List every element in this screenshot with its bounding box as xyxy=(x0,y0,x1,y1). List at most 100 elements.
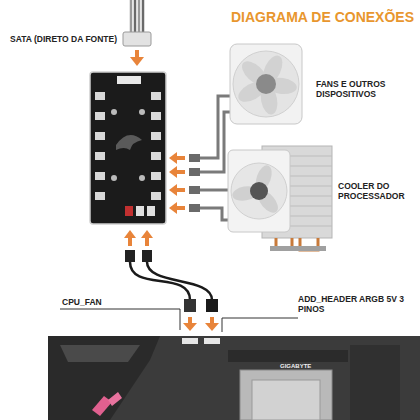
fan-hub xyxy=(95,172,105,180)
sata-cable xyxy=(142,0,145,33)
fan-hub xyxy=(95,192,105,200)
header-cable xyxy=(206,299,218,312)
orange-arrow xyxy=(176,156,185,160)
orange-arrow xyxy=(169,184,177,196)
orange-arrow xyxy=(169,152,185,214)
cable-connector xyxy=(189,154,200,162)
power-label: SATA (DIRETO DA FONTE) xyxy=(10,35,122,45)
motherboard xyxy=(240,370,332,420)
motherboard xyxy=(182,338,198,344)
motherboard xyxy=(108,392,122,406)
header-label: CPU_FAN xyxy=(62,298,132,308)
fan-hub xyxy=(116,135,142,150)
fan-hub xyxy=(151,132,161,140)
leader-line xyxy=(222,318,298,332)
orange-arrow xyxy=(145,238,149,246)
fan-hub xyxy=(90,72,166,224)
orange-arrow xyxy=(130,57,144,66)
fan-hub xyxy=(139,109,145,115)
sata-cable xyxy=(134,0,137,33)
fan-hub xyxy=(111,175,117,181)
motherboard xyxy=(204,338,220,344)
orange-arrow xyxy=(176,206,185,210)
cable-connector xyxy=(189,204,200,212)
orange-arrow xyxy=(141,230,153,238)
header-cable xyxy=(125,250,135,262)
sata-cable xyxy=(138,0,141,33)
fan-hub xyxy=(95,152,105,160)
orange-arrow xyxy=(130,50,144,66)
cpu-cooler xyxy=(228,150,290,232)
diagram-title: DIAGRAMA DE CONEXÕES xyxy=(190,9,414,25)
device-label: COOLER DO PROCESSADOR xyxy=(338,182,418,202)
cable-connector xyxy=(189,154,200,212)
header-cable xyxy=(184,299,196,312)
fan-hub xyxy=(95,112,105,120)
motherboard xyxy=(228,350,348,362)
orange-arrow xyxy=(128,238,132,246)
header-cable xyxy=(147,262,212,300)
header-cable xyxy=(142,250,152,262)
cable-connector xyxy=(189,186,200,194)
orange-arrow xyxy=(176,188,185,192)
brand-mark: GIGABYTE xyxy=(280,363,330,370)
motherboard xyxy=(92,396,112,416)
fan-cable xyxy=(200,208,232,220)
motherboard xyxy=(252,380,320,420)
orange-arrow xyxy=(205,323,219,331)
orange-arrow xyxy=(176,170,185,174)
cooler-group: COOLER DO PROCESSADOR xyxy=(224,140,418,252)
fan-hub xyxy=(151,192,161,200)
orange-arrow xyxy=(183,323,197,331)
cpu-cooler xyxy=(250,182,268,200)
fan-hub xyxy=(147,206,155,216)
orange-arrow xyxy=(169,202,177,214)
header-label: ADD_HEADER ARGB 5V 3 PINOS xyxy=(298,295,410,315)
cpu-cooler xyxy=(231,163,287,219)
case-fan xyxy=(233,51,299,117)
motherboard xyxy=(60,345,140,362)
fan-cable xyxy=(200,112,232,172)
fan-hub xyxy=(151,152,161,160)
case-fan xyxy=(230,44,302,124)
fan-group: FANS E OUTROS DISPOSITIVOS xyxy=(228,42,416,130)
fan-hub xyxy=(95,132,105,140)
fan-hub xyxy=(117,76,141,84)
sata-cable xyxy=(130,0,133,33)
fan-hub xyxy=(95,92,105,100)
device-label: FANS E OUTROS DISPOSITIVOS xyxy=(316,80,414,100)
orange-arrow xyxy=(183,317,219,331)
fan-hub xyxy=(151,112,161,120)
fan-hub xyxy=(90,72,166,224)
fan-cable xyxy=(200,96,232,158)
header-cable xyxy=(125,250,218,312)
case-fan xyxy=(230,44,302,124)
fan-hub xyxy=(136,206,144,216)
sata-cable xyxy=(123,32,151,46)
case-fan xyxy=(256,74,276,94)
cable-connector xyxy=(189,168,200,176)
motherboard xyxy=(350,345,400,420)
orange-arrow xyxy=(210,317,214,324)
leader-line xyxy=(60,309,180,330)
fan-hub xyxy=(139,175,145,181)
orange-arrow xyxy=(169,166,177,178)
fan-hub xyxy=(151,92,161,100)
orange-arrow xyxy=(188,317,192,324)
orange-arrow xyxy=(124,230,136,238)
orange-arrow xyxy=(135,50,139,58)
motherboard xyxy=(48,336,160,420)
cpu-cooler xyxy=(228,146,332,251)
leader-line xyxy=(60,309,298,332)
motherboard xyxy=(48,336,420,420)
fan-cable xyxy=(200,96,232,220)
fan-cable xyxy=(200,189,228,192)
fan-hub xyxy=(125,206,133,216)
fan-hub xyxy=(111,109,117,115)
motherboard xyxy=(48,336,420,420)
orange-arrow xyxy=(124,230,153,246)
fan-hub xyxy=(151,172,161,180)
cpu-cooler xyxy=(270,246,326,251)
